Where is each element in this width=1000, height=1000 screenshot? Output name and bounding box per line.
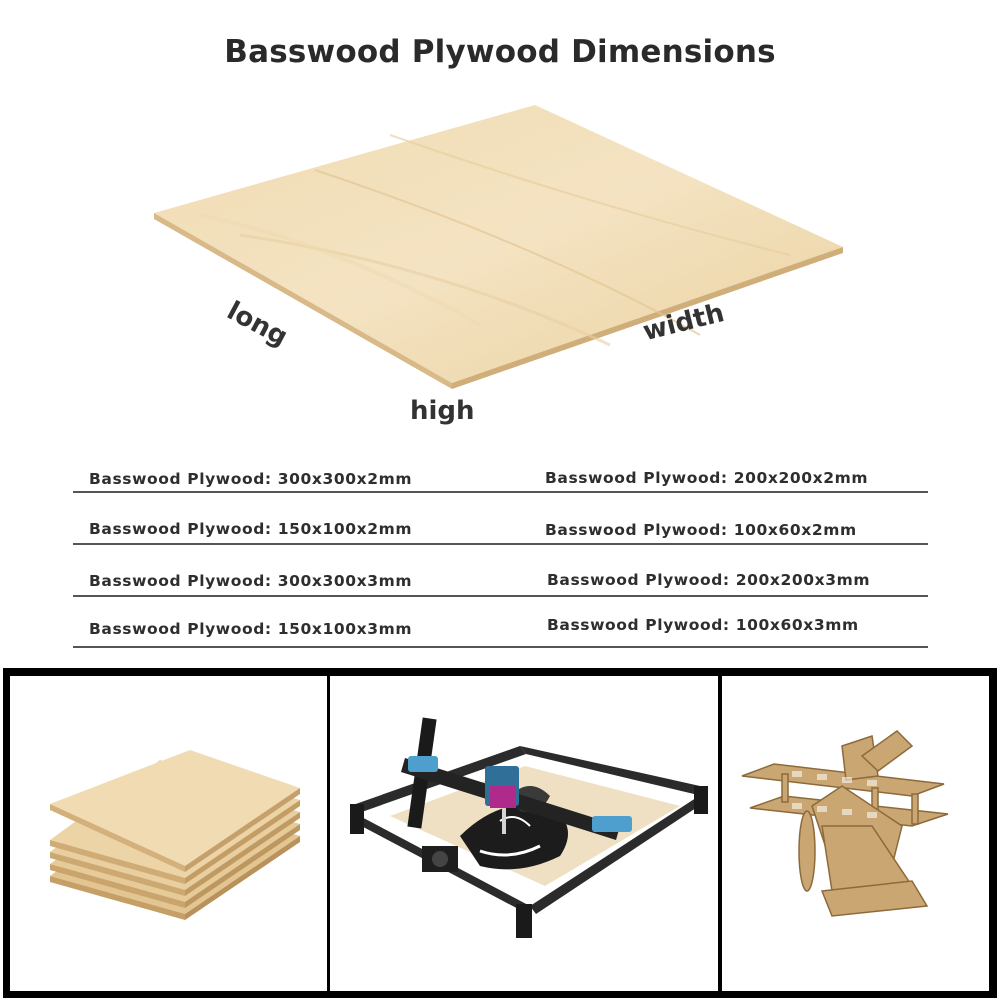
page-title: Basswood Plywood Dimensions xyxy=(224,34,776,70)
spec-item: Basswood Plywood: 150x100x3mm xyxy=(89,620,413,638)
spec-item: Basswood Plywood: 200x200x3mm xyxy=(547,571,871,589)
laser-engraver-image xyxy=(350,717,708,938)
panel-wooden-biplane xyxy=(722,676,989,991)
divider xyxy=(73,543,928,545)
spec-item: Basswood Plywood: 100x60x3mm xyxy=(547,616,859,634)
spec-item: Basswood Plywood: 150x100x2mm xyxy=(89,520,413,538)
panel-stacked-sheets xyxy=(10,676,327,991)
spec-item: Basswood Plywood: 100x60x2mm xyxy=(545,521,857,539)
spec-item: Basswood Plywood: 300x300x2mm xyxy=(89,470,413,488)
plywood-sheet-image xyxy=(154,105,843,389)
wooden-biplane-model-image xyxy=(741,730,949,917)
image-panel-frame xyxy=(3,668,997,998)
spec-item: Basswood Plywood: 300x300x3mm xyxy=(89,572,413,590)
stacked-plywood-sheets-image xyxy=(50,750,300,920)
dimension-high-label: high xyxy=(410,396,475,426)
divider xyxy=(73,646,928,648)
spec-item: Basswood Plywood: 200x200x2mm xyxy=(545,469,869,487)
divider xyxy=(73,595,928,597)
panel-laser-engraver xyxy=(330,676,718,991)
divider xyxy=(73,491,928,493)
